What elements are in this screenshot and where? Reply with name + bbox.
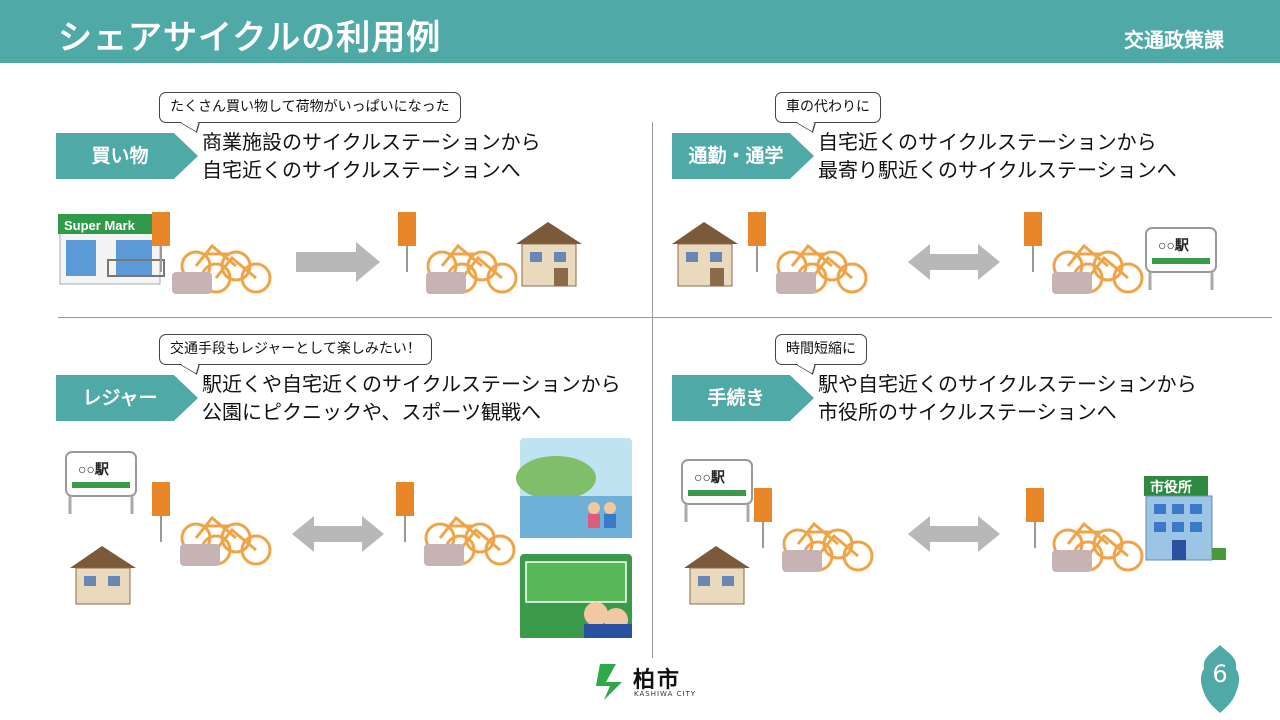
category-tag: 通勤・通学 xyxy=(672,133,814,179)
picnic-park-image xyxy=(516,438,632,538)
station-name: ○○駅 xyxy=(1158,237,1190,253)
usage-shopping: たくさん買い物して荷物がいっぱいになった 買い物 商業施設のサイクルステーション… xyxy=(56,92,656,362)
speech-bubble: 時間短縮に xyxy=(775,334,867,365)
speech-bubble: 車の代わりに xyxy=(775,92,881,123)
description-line: 駅近くや自宅近くのサイクルステーションから xyxy=(202,372,621,396)
procedures-illustration: ○○駅 xyxy=(681,459,1226,605)
slide-title: シェアサイクルの利用例 xyxy=(58,18,442,58)
category-tag: 買い物 xyxy=(56,133,198,179)
station-sign-icon xyxy=(398,212,416,272)
station-name: ○○駅 xyxy=(694,469,726,485)
department-label: 交通政策課 xyxy=(1124,28,1224,52)
bike-rack-icon xyxy=(1052,272,1092,294)
speech-bubble: たくさん買い物して荷物がいっぱいになった xyxy=(159,92,461,123)
station-sign-icon xyxy=(396,482,414,542)
house-icon xyxy=(70,546,136,605)
supermarket-sign: Super Mark xyxy=(64,218,136,233)
supermarket-icon: Super Mark xyxy=(58,214,165,285)
station-sign-icon xyxy=(152,212,170,272)
header-bar: シェアサイクルの利用例 交通政策課 xyxy=(0,0,1280,63)
house-icon xyxy=(516,222,582,287)
description-line: 最寄り駅近くのサイクルステーションへ xyxy=(818,158,1177,182)
bike-rack-icon xyxy=(426,272,466,294)
station-sign-icon xyxy=(152,482,170,542)
bike-rack-icon xyxy=(424,544,464,566)
arrow-both-icon xyxy=(908,516,1000,552)
house-icon xyxy=(684,546,750,605)
arrow-both-icon xyxy=(292,516,384,552)
arrow-right-icon xyxy=(296,242,380,282)
city-logo-text: 柏市 xyxy=(633,668,682,693)
bike-rack-icon xyxy=(172,272,212,294)
station-name: ○○駅 xyxy=(78,461,110,477)
usage-description: 自宅近くのサイクルステーションから 最寄り駅近くのサイクルステーションへ xyxy=(818,128,1177,184)
page-number-badge-icon xyxy=(1200,645,1240,713)
sports-stadium-image xyxy=(520,554,632,638)
station-sign-icon xyxy=(754,488,772,548)
description-line: 駅や自宅近くのサイクルステーションから xyxy=(818,372,1197,396)
station-sign-icon xyxy=(1026,488,1044,548)
bike-rack-icon xyxy=(782,550,822,572)
description-line: 自宅近くのサイクルステーションへ xyxy=(202,158,521,182)
bike-rack-icon xyxy=(180,544,220,566)
description-line: 公園にピクニックや、スポーツ観戦へ xyxy=(202,400,541,424)
leisure-illustration: ○○駅 xyxy=(65,438,632,638)
bicycles-icon xyxy=(1052,243,1144,294)
station-sign-icon xyxy=(748,212,766,272)
train-station-sign-icon: ○○駅 xyxy=(65,451,137,514)
commute-illustration: ○○駅 xyxy=(672,212,1217,294)
usage-leisure: 交通手段もレジャーとして楽しみたい！ レジャー 駅近くや自宅近くのサイクルステー… xyxy=(56,334,656,638)
train-station-sign-icon: ○○駅 xyxy=(1145,227,1217,290)
city-logo-subtext: KASHIWA CITY xyxy=(634,690,697,698)
city-hall-icon: 市役所 xyxy=(1144,476,1226,561)
category-tag: レジャー xyxy=(56,375,198,421)
shopping-illustration: Super Mark xyxy=(58,212,582,294)
usage-description: 駅近くや自宅近くのサイクルステーションから 公園にピクニックや、スポーツ観戦へ xyxy=(202,370,621,426)
city-logo-icon xyxy=(596,664,622,700)
train-station-sign-icon: ○○駅 xyxy=(681,459,753,522)
description-line: 市役所のサイクルステーションへ xyxy=(818,400,1117,424)
vertical-divider xyxy=(652,122,653,658)
horizontal-divider xyxy=(58,317,1272,318)
house-icon xyxy=(672,222,738,287)
speech-bubble: 交通手段もレジャーとして楽しみたい！ xyxy=(159,334,432,365)
bike-rack-icon xyxy=(776,272,816,294)
usage-procedures: 時間短縮に 手続き 駅や自宅近くのサイクルステーションから 市役所のサイクルステ… xyxy=(672,334,1272,605)
usage-commute: 車の代わりに 通勤・通学 自宅近くのサイクルステーションから 最寄り駅近くのサイ… xyxy=(672,92,1272,362)
arrow-both-icon xyxy=(908,244,1000,280)
station-sign-icon xyxy=(1024,212,1042,272)
bike-rack-icon xyxy=(1052,550,1092,572)
page-number: 6 xyxy=(1212,660,1228,688)
usage-description: 商業施設のサイクルステーションから 自宅近くのサイクルステーションへ xyxy=(202,128,541,184)
usage-description: 駅や自宅近くのサイクルステーションから 市役所のサイクルステーションへ xyxy=(818,370,1197,426)
description-line: 商業施設のサイクルステーションから xyxy=(202,130,541,154)
description-line: 自宅近くのサイクルステーションから xyxy=(818,130,1157,154)
city-hall-sign: 市役所 xyxy=(1150,479,1192,496)
category-tag: 手続き xyxy=(672,375,814,421)
